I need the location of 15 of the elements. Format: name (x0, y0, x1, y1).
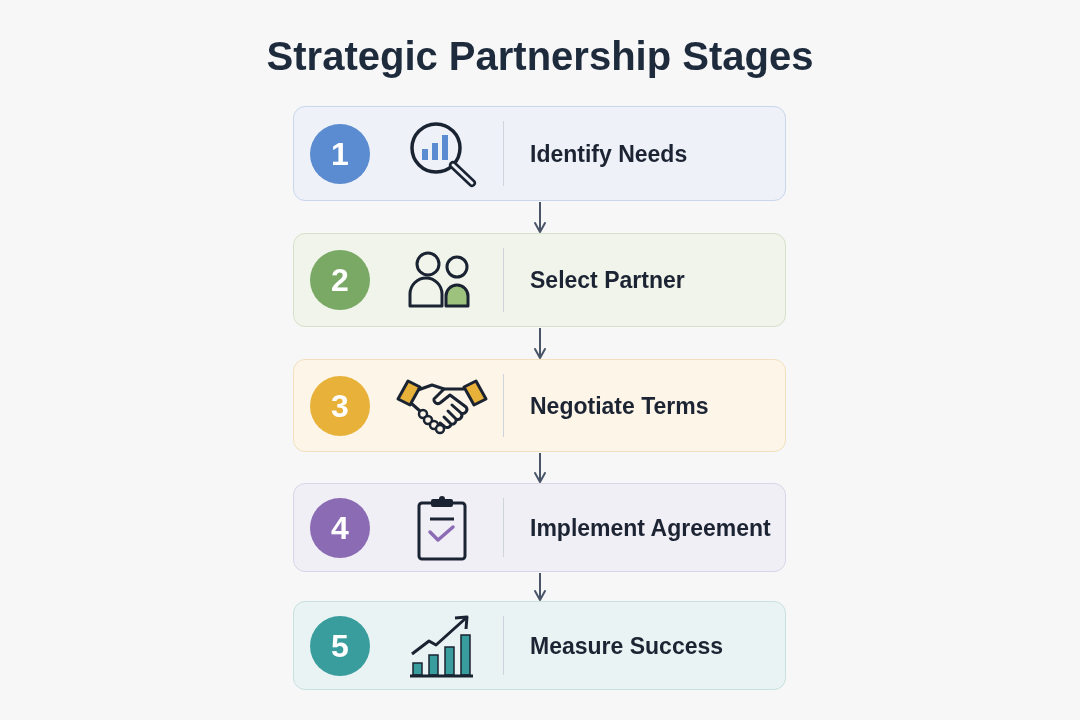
step-card (293, 359, 786, 452)
arrow (534, 327, 546, 359)
step-label: Identify Needs (530, 139, 688, 168)
arrow (534, 452, 546, 483)
step-label: Select Partner (530, 266, 685, 294)
arrow (534, 201, 546, 233)
step-label: Measure Success (530, 631, 724, 660)
step-card (293, 106, 786, 201)
step-label: Negotiate Terms (530, 391, 709, 420)
step-card (293, 233, 786, 327)
step-card (293, 483, 786, 572)
arrow (534, 572, 546, 601)
step-card (293, 601, 786, 690)
diagram-title: Strategic Partnership Stages (266, 33, 814, 80)
step-label: Implement Agreement (530, 513, 771, 542)
